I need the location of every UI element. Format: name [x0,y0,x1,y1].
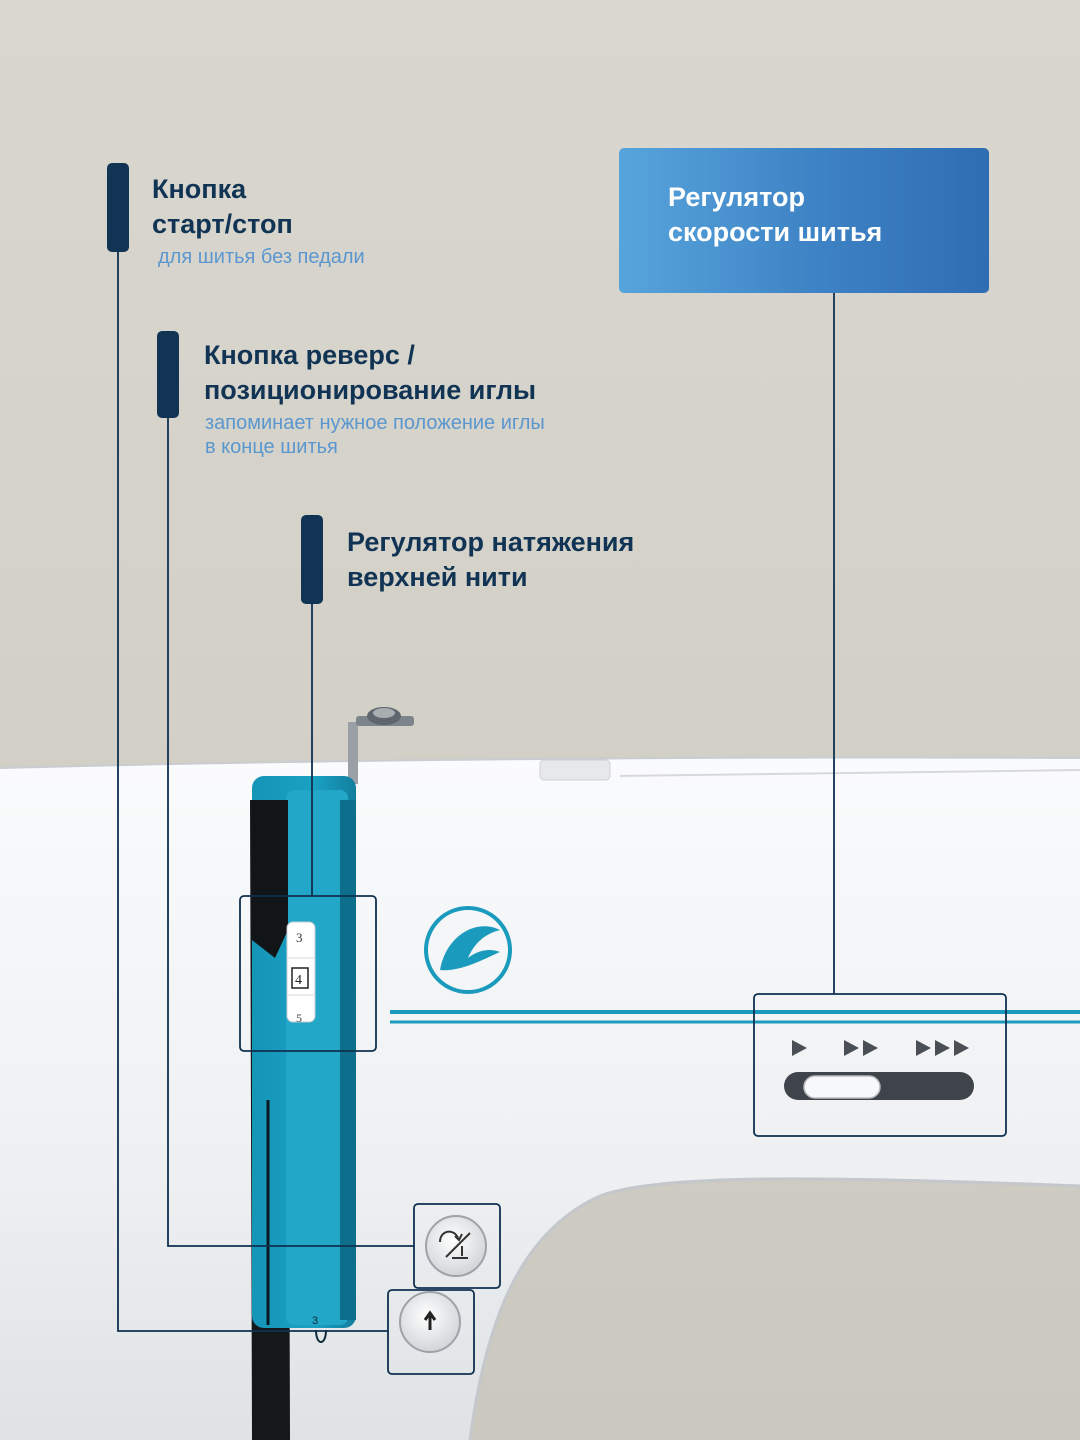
dial-number: 5 [296,1011,302,1025]
reverse-title-line2: позиционирование иглы [204,375,537,405]
panel-label: 3 [312,1315,318,1327]
reverse-leader-line [167,418,414,1247]
start-stop-icon [423,1310,437,1330]
start-stop-highlight-box [387,1289,475,1375]
speed-slider-knob[interactable] [803,1075,881,1099]
medium-speed-icon [844,1040,878,1056]
start-stop-button[interactable] [399,1291,461,1353]
dial-number: 3 [296,930,303,945]
start-stop-subtitle: для шитья без педали [158,246,365,268]
start-stop-title-line2: старт/стоп [152,209,293,239]
start-stop-leader-line [117,252,388,1332]
dial-number-selected: 4 [295,973,302,988]
start-stop-marker [107,163,129,252]
tension-title-line2: верхней нити [347,562,528,592]
speed-highlight-box [753,993,1007,1137]
reverse-marker [157,331,179,418]
speed-title-line2: скорости шитья [668,217,883,247]
fast-speed-icon [916,1040,969,1056]
tension-highlight-box [239,895,377,1052]
reverse-needle-button[interactable] [425,1215,487,1277]
speed-callout-box: Регулятор скорости шитья [619,148,989,293]
speed-title-line1: Регулятор [668,182,806,212]
start-stop-title-line1: Кнопка [152,174,247,204]
reverse-needle-icon [439,1230,471,1259]
swallow-logo-icon [424,906,512,994]
reverse-subtitle-line1: запоминает нужное положение иглы [205,412,545,434]
slow-speed-icon [792,1040,807,1056]
reverse-subtitle-line2: в конце шитья [205,436,338,458]
tension-title-line1: Регулятор натяжения [347,527,635,557]
reverse-title-line1: Кнопка реверс / [204,340,415,370]
tension-marker [301,515,323,604]
